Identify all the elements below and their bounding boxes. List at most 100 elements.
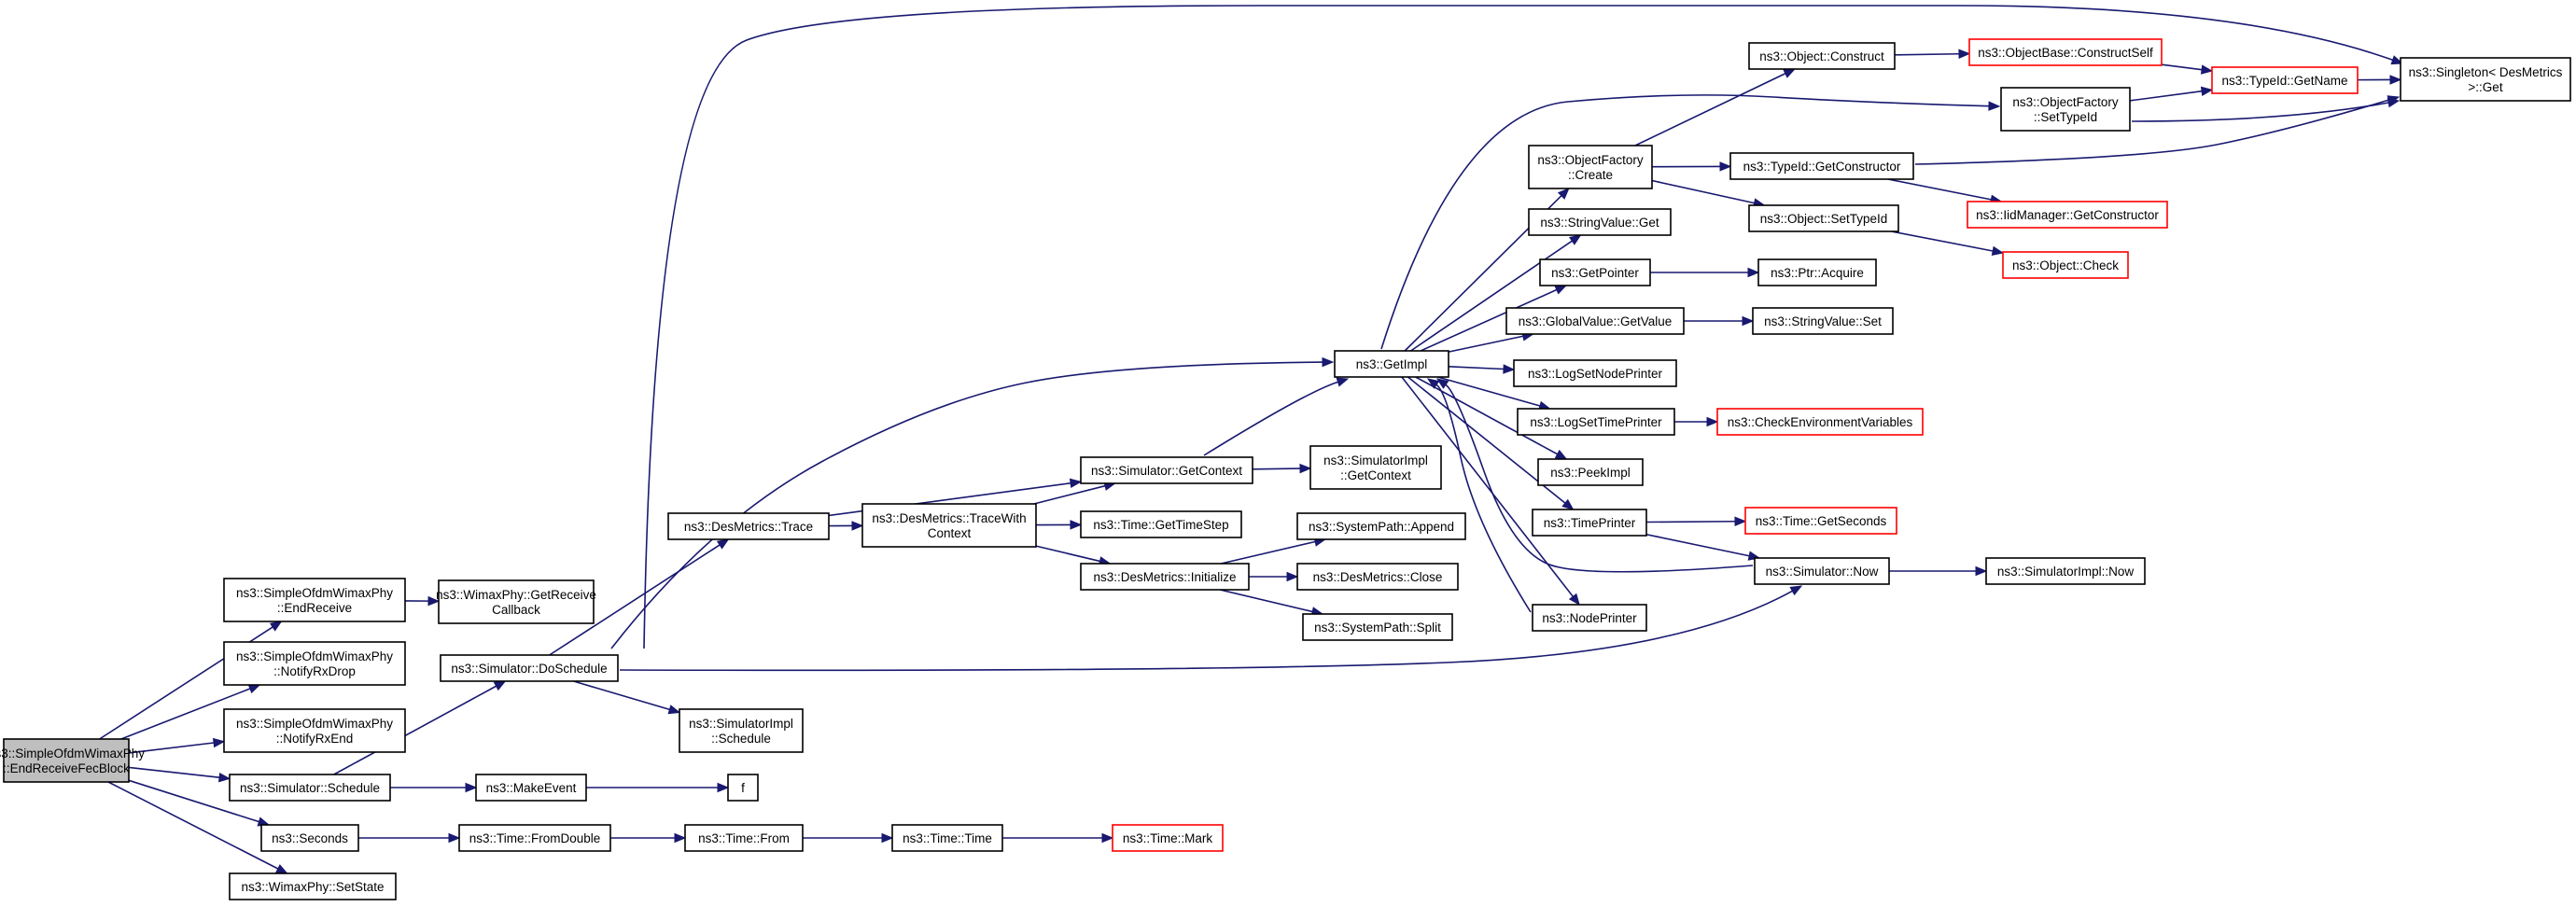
node-ns3-desmetrics-initialize[interactable]: ns3::DesMetrics::Initialize xyxy=(1080,563,1250,591)
node-box xyxy=(2400,57,2571,102)
node-ns3-simpleofdmwimaxphy-notifyrxdrop[interactable]: ns3::SimpleOfdmWimaxPhy::NotifyRxDrop xyxy=(223,641,406,686)
node-ns3-time-time[interactable]: ns3::Time::Time xyxy=(891,824,1003,852)
node-box xyxy=(684,824,804,852)
node-ns3-makeevent[interactable]: ns3::MakeEvent xyxy=(475,774,587,802)
node-ns3-simulator-schedule[interactable]: ns3::Simulator::Schedule xyxy=(229,774,391,802)
edge-line xyxy=(1219,589,1313,613)
node-ns3-objectbase-constructself[interactable]: ns3::ObjectBase::ConstructSelf xyxy=(1968,38,2163,66)
arrowhead-icon xyxy=(1322,356,1335,368)
node-ns3-simpleofdmwimaxphy-notifyrxend[interactable]: ns3::SimpleOfdmWimaxPhy::NotifyRxEnd xyxy=(223,708,406,753)
node-ns3-object-construct[interactable]: ns3::Object::Construct xyxy=(1748,42,1896,70)
node-ns3-simulatorimpl-now[interactable]: ns3::SimulatorImpl::Now xyxy=(1985,557,2146,585)
node-box xyxy=(229,872,397,900)
node-label: ns3::Singleton< DesMetrics xyxy=(2409,65,2563,79)
node-ns3-typeid-getconstructor[interactable]: ns3::TypeId::GetConstructor xyxy=(1729,152,1914,180)
node-box xyxy=(679,708,804,753)
node-label: ns3::DesMetrics::TraceWith xyxy=(872,511,1026,525)
node-ns3-systempath-split[interactable]: ns3::SystemPath::Split xyxy=(1302,613,1453,641)
node-ns3-ptr-acquire[interactable]: ns3::Ptr::Acquire xyxy=(1757,258,1877,286)
node-box xyxy=(229,774,391,802)
node-ns3-stringvalue-set[interactable]: ns3::StringValue::Set xyxy=(1752,307,1894,335)
edge-line xyxy=(549,544,721,656)
arrowhead-icon xyxy=(1789,585,1803,596)
node-ns3-time-fromdouble[interactable]: ns3::Time::FromDouble xyxy=(458,824,611,852)
node-ns3-simpleofdmwimaxphy-endreceivefecblock[interactable]: ns3::SimpleOfdmWimaxPhy::EndReceiveFecBl… xyxy=(0,738,145,783)
node-ns3-time-from[interactable]: ns3::Time::From xyxy=(684,824,804,852)
node-box xyxy=(1716,408,1924,436)
edge-ofsettypeid-to-singleton xyxy=(2131,97,2401,122)
edge-line xyxy=(1420,288,1558,352)
edge-line xyxy=(1252,467,1301,470)
arrowhead-icon xyxy=(1336,377,1350,387)
node-box xyxy=(438,579,595,624)
node-label: ns3::Time::FromDouble xyxy=(469,831,601,845)
node-ns3-iidmanager-getconstructor[interactable]: ns3::IidManager::GetConstructor xyxy=(1967,201,2168,229)
node-ns3-simulatorimpl-schedule[interactable]: ns3::SimulatorImpl::Schedule xyxy=(679,708,804,753)
edge-line xyxy=(128,766,220,779)
node-label: ns3::StringValue::Set xyxy=(1764,314,1882,328)
node-label: ns3::Object::Check xyxy=(2012,258,2119,272)
node-ns3-peekimpl[interactable]: ns3::PeekImpl xyxy=(1537,458,1644,486)
node-ns3-systempath-append[interactable]: ns3::SystemPath::Append xyxy=(1296,512,1466,540)
node-ns3-simulator-getcontext[interactable]: ns3::Simulator::GetContext xyxy=(1080,456,1253,484)
edge-time-to-mark xyxy=(1002,832,1114,844)
node-ns3-logsettimeprinter[interactable]: ns3::LogSetTimePrinter xyxy=(1517,408,1675,436)
edge-objsettypeid-to-objcheck xyxy=(1891,230,2005,257)
node-box xyxy=(1539,258,1651,286)
node-ns3-object-check[interactable]: ns3::Object::Check xyxy=(2002,251,2129,279)
arrowhead-icon xyxy=(2390,55,2404,65)
node-ns3-objectfactory-create[interactable]: ns3::ObjectFactory::Create xyxy=(1528,145,1653,189)
edge-line xyxy=(610,361,1323,649)
node-label: ns3::Time::GetTimeStep xyxy=(1093,518,1228,532)
edge-simnow-to-getimpl xyxy=(1435,378,1754,573)
node-ns3-getimpl[interactable]: ns3::GetImpl xyxy=(1334,350,1449,378)
arrowhead-icon xyxy=(1706,416,1719,427)
arrowhead-icon xyxy=(674,832,687,844)
node-box xyxy=(1729,152,1914,180)
node-ns3-globalvalue-getvalue[interactable]: ns3::GlobalValue::GetValue xyxy=(1505,307,1685,335)
node-label: ::EndReceive xyxy=(277,601,352,615)
edge-logtimeprinter-to-checkenv xyxy=(1674,416,1719,427)
node-ns3-desmetrics-trace[interactable]: ns3::DesMetrics::Trace xyxy=(667,512,830,540)
edge-line xyxy=(1435,384,1532,613)
node-ns3-simulatorimpl-getcontext[interactable]: ns3::SimulatorImpl::GetContext xyxy=(1309,445,1442,490)
edge-line xyxy=(619,590,1793,672)
node-label: ns3::TypeId::GetConstructor xyxy=(1743,160,1901,174)
node-ns3-wimaxphy-setstate[interactable]: ns3::WimaxPhy::SetState xyxy=(229,872,397,900)
node-ns3-singleton-desmetrics-get[interactable]: ns3::Singleton< DesMetrics >::Get xyxy=(2400,57,2571,102)
node-ns3-simulator-now[interactable]: ns3::Simulator::Now xyxy=(1754,557,1890,585)
node-ns3-nodeprinter[interactable]: ns3::NodePrinter xyxy=(1532,604,1647,632)
node-box xyxy=(1757,258,1877,286)
node-box xyxy=(1080,510,1242,538)
node-ns3-stringvalue-get[interactable]: ns3::StringValue::Get xyxy=(1528,208,1672,236)
node-label: Callback xyxy=(492,603,540,617)
node-label: ns3::SimulatorImpl xyxy=(689,717,793,731)
node-label: ns3::NodePrinter xyxy=(1542,611,1637,625)
arrowhead-icon xyxy=(1742,315,1755,327)
node-ns3-time-getseconds[interactable]: ns3::Time::GetSeconds xyxy=(1744,507,1897,535)
node-ns3-time-mark[interactable]: ns3::Time::Mark xyxy=(1112,824,1224,852)
node-ns3-object-settypeid[interactable]: ns3::Object::SetTypeId xyxy=(1748,204,1899,232)
node-label: ns3::MakeEvent xyxy=(486,781,577,795)
node-f[interactable]: f xyxy=(727,774,759,802)
edge-line xyxy=(1415,376,1559,455)
node-ns3-simpleofdmwimaxphy-endreceive[interactable]: ns3::SimpleOfdmWimaxPhy::EndReceive xyxy=(223,578,406,622)
node-ns3-time-gettimestep[interactable]: ns3::Time::GetTimeStep xyxy=(1080,510,1242,538)
node-ns3-timeprinter[interactable]: ns3::TimePrinter xyxy=(1532,509,1647,537)
edge-line xyxy=(2161,63,2203,71)
node-ns3-seconds[interactable]: ns3::Seconds xyxy=(260,824,359,852)
edge-ofsettypeid-to-tidgetname xyxy=(2129,86,2214,102)
node-ns3-desmetrics-close[interactable]: ns3::DesMetrics::Close xyxy=(1296,563,1459,591)
edge-initialize-to-append xyxy=(1220,537,1327,565)
node-label: ns3::SimpleOfdmWimaxPhy xyxy=(236,717,393,731)
edge-timeprinter-to-getseconds xyxy=(1645,516,1747,526)
node-ns3-getpointer[interactable]: ns3::GetPointer xyxy=(1539,258,1651,286)
node-ns3-objectfactory-settypeid[interactable]: ns3::ObjectFactory::SetTypeId xyxy=(2000,87,2131,132)
node-ns3-simulator-doschedule[interactable]: ns3::Simulator::DoSchedule xyxy=(440,654,619,682)
node-ns3-typeid-getname[interactable]: ns3::TypeId::GetName xyxy=(2211,66,2359,94)
node-label: ns3::Object::Construct xyxy=(1759,49,1884,63)
node-ns3-checkenvironmentvariables[interactable]: ns3::CheckEnvironmentVariables xyxy=(1716,408,1924,436)
node-ns3-logsetnodeprinter[interactable]: ns3::LogSetNodePrinter xyxy=(1513,359,1677,387)
